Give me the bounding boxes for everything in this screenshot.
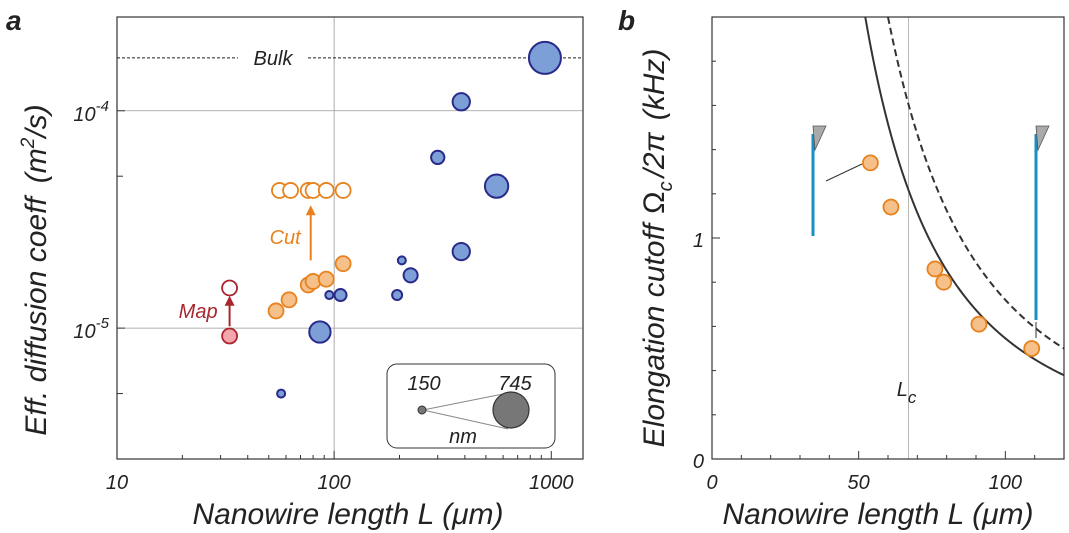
y-tick-label: 10-5 [73, 315, 109, 343]
x-tick-label: 10 [106, 472, 128, 494]
map-arrow-head [224, 295, 235, 306]
size-legend-max-label: 745 [498, 373, 532, 395]
x-tick-label: 50 [848, 472, 870, 494]
panel-a-y-axis-label: Eff. diffusion coeff(m2/s) [18, 104, 53, 435]
short-wire-clamp-icon [812, 125, 827, 152]
panel-a-grid [117, 17, 583, 459]
cut-arrow-head [305, 205, 316, 216]
data-point [282, 182, 299, 199]
data-point [267, 302, 285, 320]
bulk-label: Bulk [254, 48, 294, 70]
y-tick-label: 1 [693, 230, 704, 252]
data-point [334, 182, 352, 199]
size-legend-large-marker [492, 391, 530, 429]
data-point [391, 289, 404, 302]
panel-b-ticks: 0 50 100 0 1 [693, 16, 1065, 494]
data-point [221, 327, 238, 345]
x-tick-label: 100 [317, 472, 350, 494]
panel-a-ticks: 10 100 1000 10-5 10-4 [73, 98, 573, 494]
bulk-line: Bulk [117, 48, 583, 70]
size-legend-small-marker [417, 405, 427, 415]
data-point [970, 315, 988, 333]
data-point [451, 92, 471, 112]
panel-a: a Bulk 10 100 1000 10-5 10-4 Cut Map 150 745… [6, 5, 584, 531]
data-point [926, 260, 944, 278]
size-legend-line-bottom [422, 409, 509, 430]
nanowire-schematics [811, 125, 1050, 338]
data-point [882, 198, 900, 216]
panel-b-plot-frame [711, 16, 1065, 460]
data-point [333, 288, 348, 303]
cut-label: Cut [270, 227, 303, 249]
panel-b: b 0 50 100 0 1 Lc Nanowire length L (μm) Elo… [618, 5, 1065, 531]
data-point [862, 154, 879, 172]
data-point [430, 149, 446, 166]
solid-curve [864, 16, 1065, 377]
data-point [1023, 340, 1041, 357]
x-tick-label: 1000 [529, 472, 574, 494]
size-legend-line-top [422, 392, 509, 411]
panel-a-label: a [6, 5, 22, 36]
map-label: Map [179, 301, 218, 323]
panel-a-x-axis-label: Nanowire length L (μm) [192, 498, 503, 531]
size-legend-unit: nm [449, 426, 477, 448]
panel-b-label: b [618, 5, 635, 36]
data-point [280, 291, 298, 309]
short-wire-pointer [825, 163, 863, 182]
panel-a-points [221, 40, 562, 399]
panel-a-plot-frame [116, 16, 584, 460]
data-point [483, 173, 510, 199]
data-point [402, 267, 419, 284]
data-point [221, 279, 238, 297]
data-point [334, 255, 352, 273]
data-point [324, 290, 335, 301]
data-point [317, 270, 335, 288]
dashed-curve [887, 16, 1065, 350]
data-point [396, 255, 407, 266]
data-point [317, 182, 335, 199]
panel-b-curves [864, 16, 1065, 377]
long-wire-clamp-icon [1035, 125, 1050, 152]
panel-b-points [862, 154, 1041, 357]
data-point [451, 241, 471, 262]
data-point [276, 388, 287, 399]
x-tick-label: 100 [989, 472, 1022, 494]
data-point [308, 320, 332, 344]
panel-b-x-axis-label: Nanowire length L (μm) [722, 498, 1033, 531]
size-legend: 150 745 nm [386, 363, 556, 449]
panel-b-y-axis-label: Elongation cutoffΩc/2π(kHz) [638, 49, 677, 448]
y-tick-label: 10-4 [73, 98, 109, 126]
x-tick-label: 0 [706, 472, 717, 494]
size-legend-min-label: 150 [407, 373, 440, 395]
data-point [527, 40, 562, 75]
y-tick-label: 0 [693, 451, 704, 473]
panel-a-arrows: Cut Map [179, 205, 316, 327]
data-point [935, 273, 953, 291]
lc-label: Lc [897, 379, 917, 407]
